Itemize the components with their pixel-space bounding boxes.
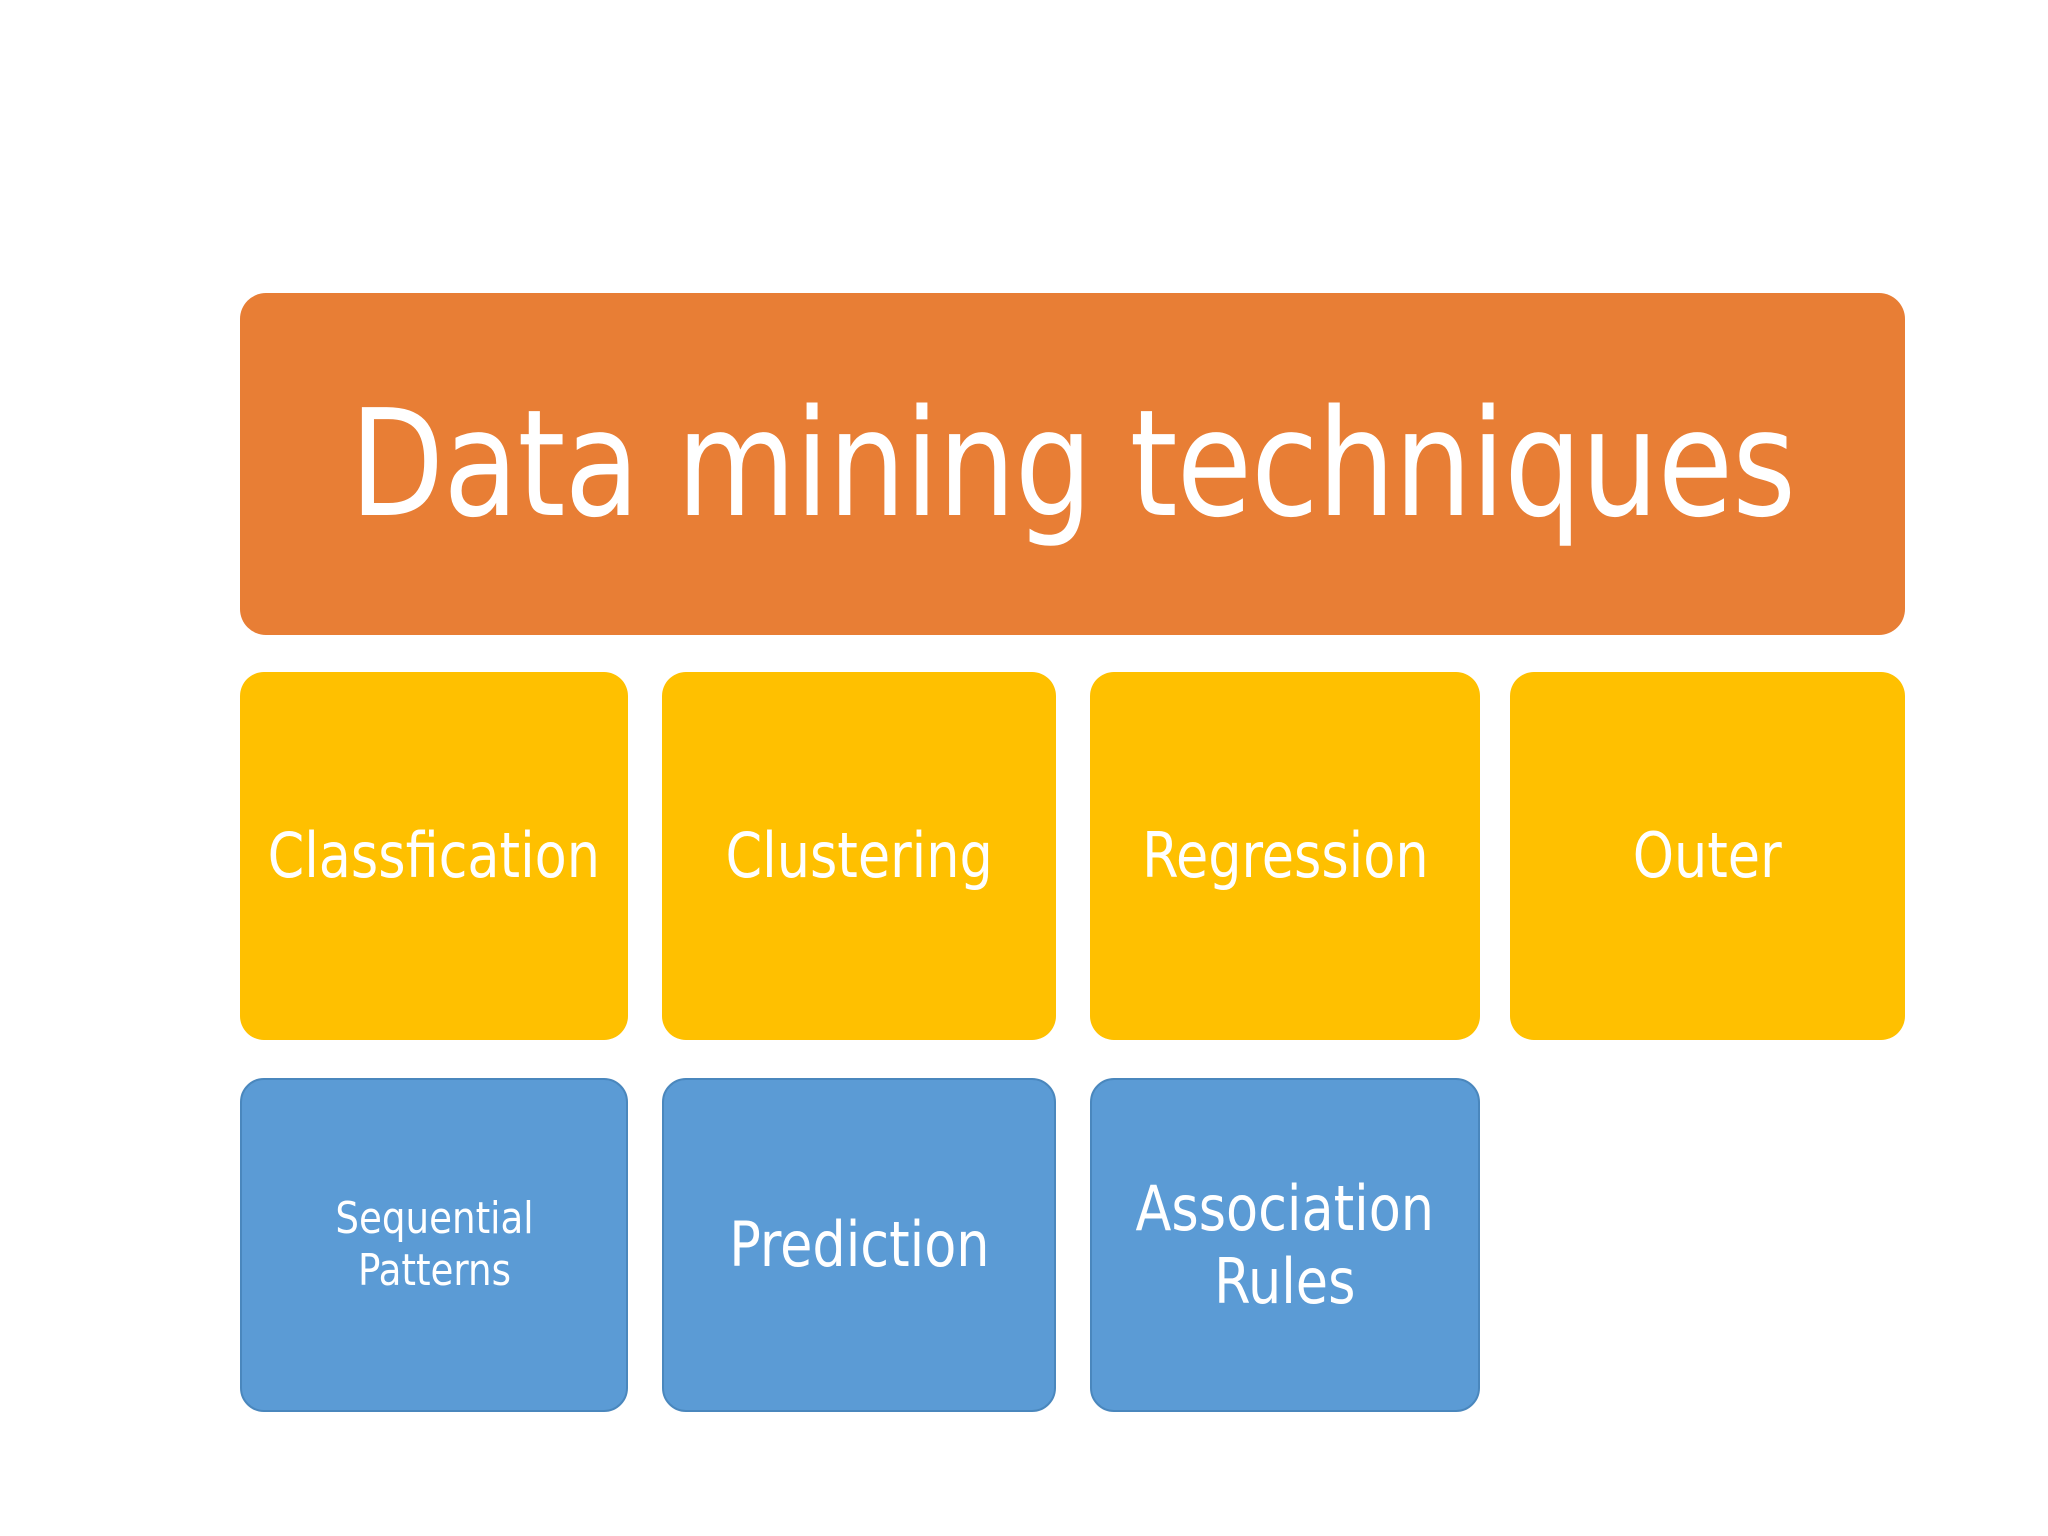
node-outer[interactable]: Outer [1510, 672, 1905, 1040]
node-clustering[interactable]: Clustering [662, 672, 1056, 1040]
node-label: Sequential Patterns [334, 1193, 534, 1296]
node-sequential-patterns[interactable]: Sequential Patterns [240, 1078, 628, 1412]
node-association-rules[interactable]: Association Rules [1090, 1078, 1480, 1412]
node-label: Outer [1633, 819, 1782, 893]
node-label: Clustering [725, 819, 993, 893]
node-label: Association Rules [1135, 1171, 1435, 1318]
diagram-title-label: Data mining techniques [349, 378, 1796, 550]
node-classfication[interactable]: Classfication [240, 672, 628, 1040]
node-label: Classfication [267, 819, 601, 893]
diagram-title-box[interactable]: Data mining techniques [240, 293, 1905, 635]
node-label: Prediction [728, 1208, 990, 1282]
node-prediction[interactable]: Prediction [662, 1078, 1056, 1412]
node-regression[interactable]: Regression [1090, 672, 1480, 1040]
node-label: Regression [1141, 819, 1429, 893]
